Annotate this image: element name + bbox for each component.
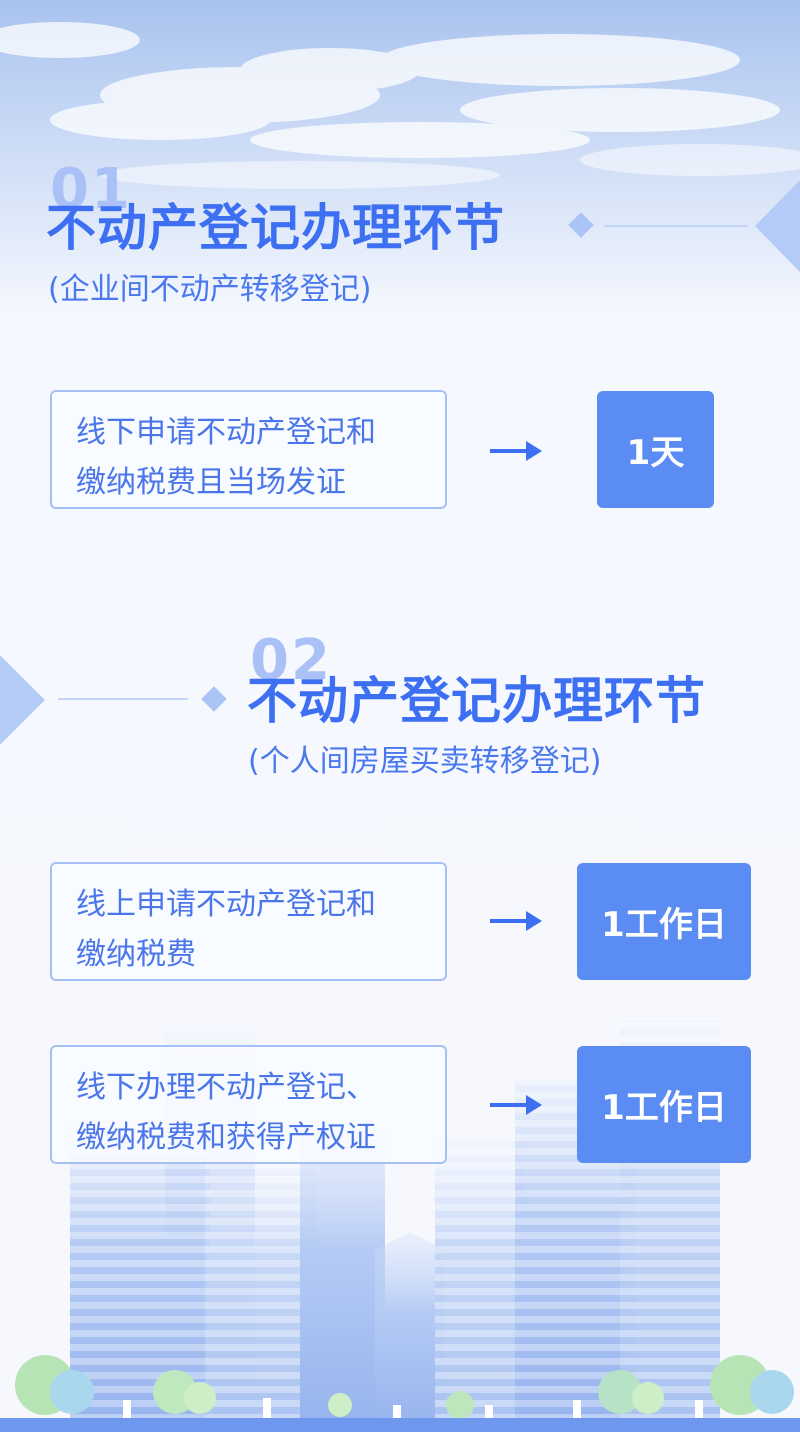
section-number: 01 [50,157,132,222]
step-text: 缴纳税费 [76,937,196,972]
duration-badge: 1天 [597,391,714,508]
step-box: 线上申请不动产登记和 缴纳税费 [50,862,447,981]
step-text: 缴纳税费且当场发证 [76,465,346,500]
right-arrow-icon [490,1095,542,1115]
step-box: 线下办理不动产登记、 缴纳税费和获得产权证 [50,1045,447,1164]
section-title: 不动产登记办理环节 [247,672,706,730]
side-triangle [0,655,45,745]
step-text: 缴纳税费和获得产权证 [76,1120,376,1155]
section-number: 02 [250,628,332,693]
section-title: 不动产登记办理环节 [46,199,505,257]
diamond-icon [201,686,227,712]
step-box: 线下申请不动产登记和 缴纳税费且当场发证 [50,390,447,509]
section-subtitle: (个人间房屋买卖转移登记) [248,744,602,779]
duration-badge: 1工作日 [577,1046,751,1163]
section-subtitle: (企业间不动产转移登记) [48,272,372,307]
right-arrow-icon [490,911,542,931]
right-arrow-icon [490,441,542,461]
side-triangle [755,180,800,272]
step-text: 线下申请不动产登记和 [76,415,376,450]
diamond-icon [568,212,594,238]
step-text: 线下办理不动产登记、 [76,1070,376,1105]
step-text: 线上申请不动产登记和 [76,887,376,922]
duration-badge: 1工作日 [577,863,751,980]
